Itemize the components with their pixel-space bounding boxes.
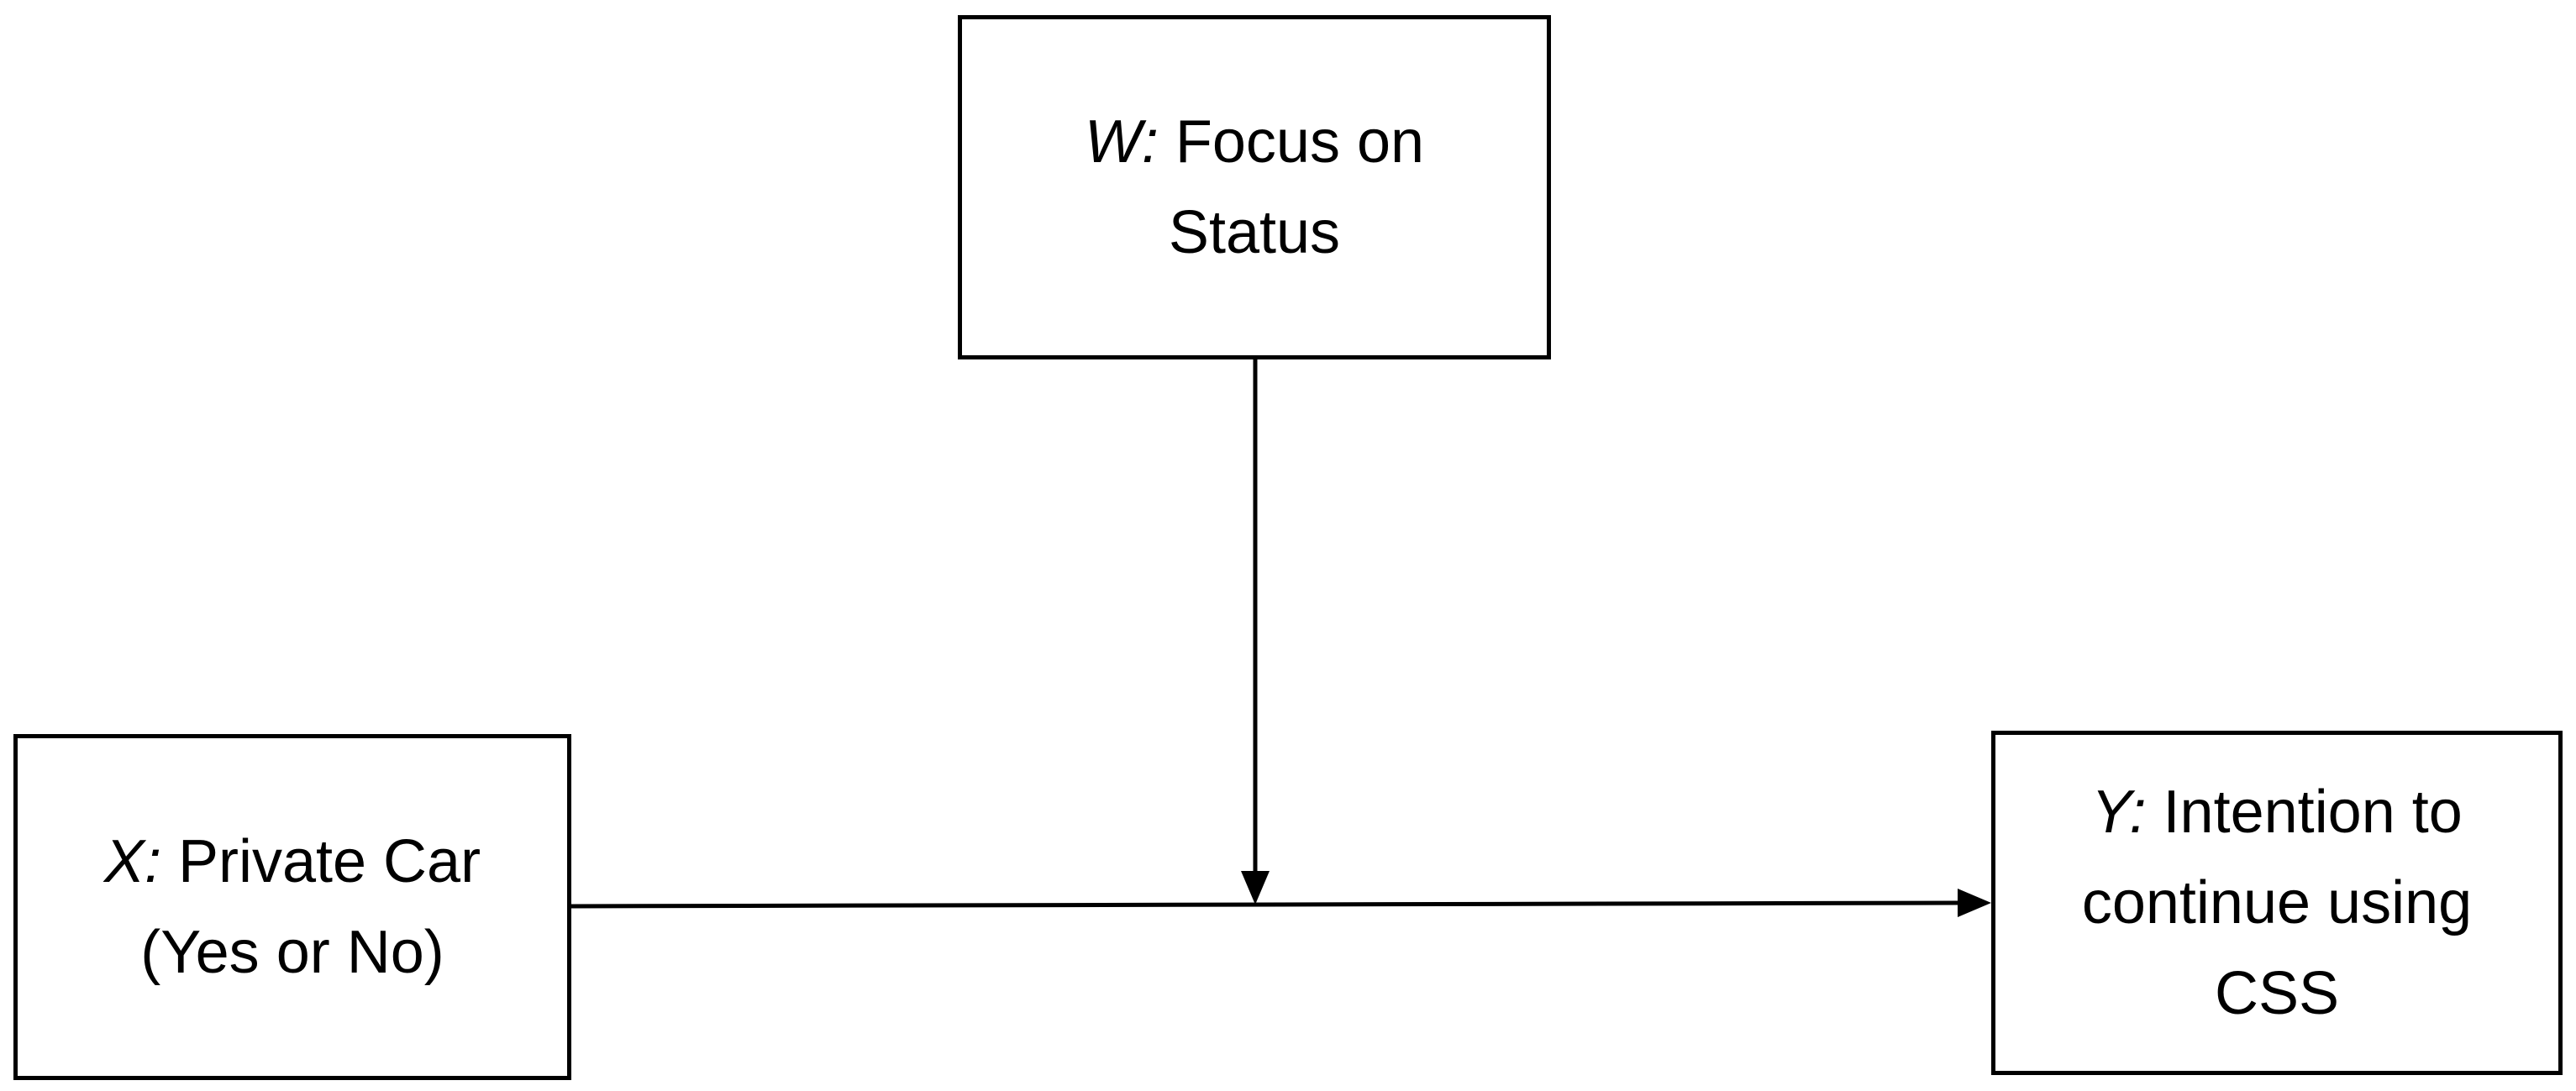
outcome-label-line1: Intention to — [2163, 779, 2463, 846]
x-to-y-arrowhead — [1958, 889, 1991, 917]
outcome-label-line2: continue using — [2081, 869, 2473, 936]
predictor-box-x: X: Private Car (Yes or No) — [13, 734, 571, 1080]
variable-letter-w: W: — [1084, 108, 1159, 176]
moderator-box-w: W: Focus on Status — [958, 15, 1551, 359]
x-to-y-arrow-line — [570, 900, 1958, 909]
outcome-label-line3: CSS — [2214, 960, 2340, 1027]
variable-letter-y: Y: — [2091, 779, 2147, 846]
predictor-label: X: Private Car (Yes or No) — [104, 816, 481, 998]
w-moderation-arrowhead — [1241, 871, 1270, 905]
outcome-label: Y: Intention to continue using CSS — [2082, 767, 2472, 1039]
moderator-label-line2: Status — [1168, 199, 1341, 266]
predictor-label-line1: Private Car — [177, 828, 481, 895]
outcome-box-y: Y: Intention to continue using CSS — [1991, 731, 2563, 1075]
predictor-label-line2: (Yes or No) — [140, 919, 444, 986]
variable-letter-x: X: — [103, 828, 161, 895]
moderator-label-line1: Focus on — [1175, 108, 1425, 176]
moderator-label: W: Focus on Status — [1085, 97, 1424, 278]
